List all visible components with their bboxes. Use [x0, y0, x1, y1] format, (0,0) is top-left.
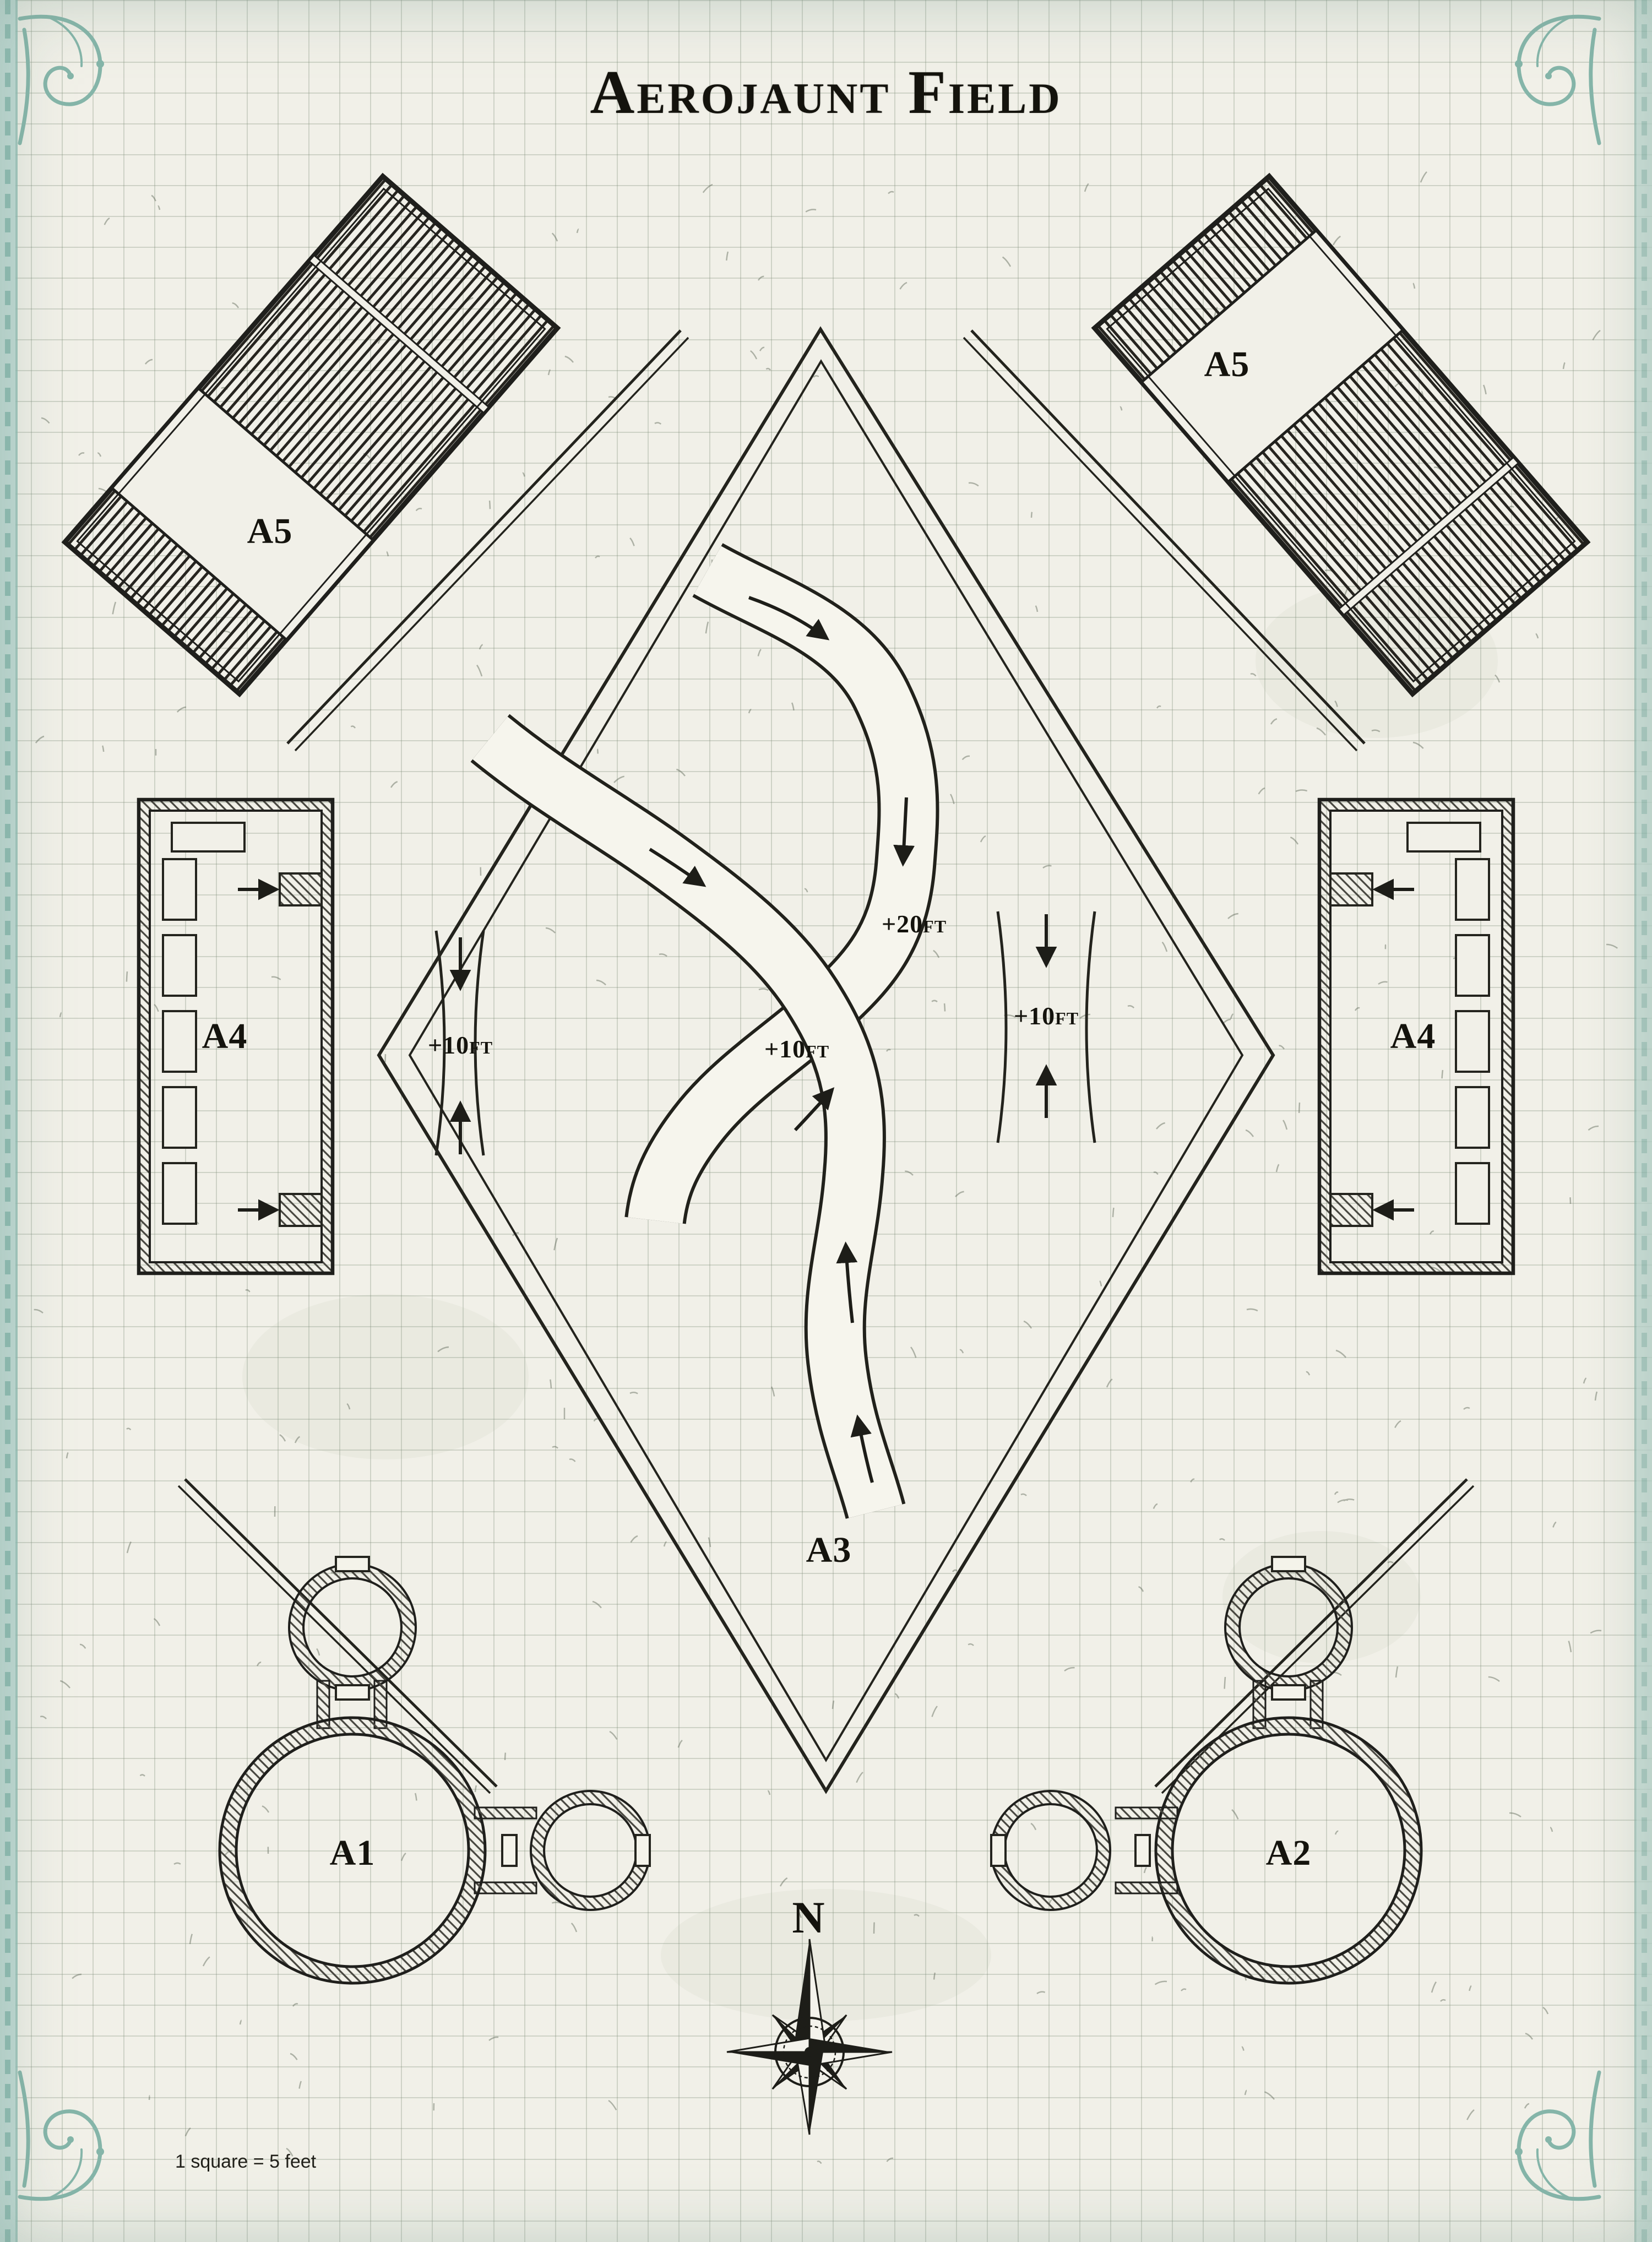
wind-ribbon-south	[470, 714, 906, 1519]
corner-flourish-icon	[20, 2072, 104, 2199]
doors	[990, 1556, 1306, 1867]
entry-arrows	[238, 878, 280, 1221]
doors	[335, 1556, 651, 1867]
compass-rose-icon	[726, 1939, 893, 2135]
tower-a2	[990, 1556, 1423, 1985]
grandstand-a5-northwest	[61, 172, 561, 698]
wind-ribbon-north	[624, 543, 939, 1225]
edge-band-left	[0, 0, 18, 2242]
stand-a4-east	[1317, 797, 1515, 1275]
compass-cardinals	[726, 1939, 893, 2135]
parchment-stains	[242, 584, 1498, 2021]
area-label-a5-northeast: A5	[1204, 344, 1250, 384]
benches	[1406, 822, 1490, 1225]
annotation-updraft-center-high: +20ft	[881, 910, 947, 938]
tower-a1	[218, 1556, 651, 1985]
stand-a4-west	[137, 797, 335, 1275]
corner-flourish-icon	[1515, 17, 1599, 143]
area-label-a4-east: A4	[1390, 1016, 1436, 1056]
corner-flourish-icon	[18, 14, 104, 145]
annotation-updraft-center-low: +10ft	[764, 1035, 830, 1063]
arena-boundary	[377, 326, 1275, 1794]
entry-chute	[279, 1193, 323, 1227]
entry-arrows	[1372, 878, 1414, 1221]
entry-chute	[1329, 1193, 1373, 1227]
annotation-updraft-east: +10ft	[1013, 1002, 1079, 1030]
corner-flourish-icon	[1515, 2072, 1599, 2199]
scale-note: 1 square = 5 feet	[175, 2151, 317, 2172]
area-label-a1: A1	[329, 1833, 376, 1873]
entry-chute	[1329, 872, 1373, 906]
edge-band-right	[1634, 0, 1652, 2242]
compass-north-label: N	[792, 1892, 825, 1942]
grandstand-a5-northeast	[1091, 172, 1591, 698]
area-label-a5-northwest: A5	[247, 511, 293, 551]
annotation-updraft-west: +10ft	[427, 1031, 493, 1059]
area-label-a4-west: A4	[202, 1016, 248, 1056]
entry-chute	[279, 872, 323, 906]
map-title: Aerojaunt Field	[590, 58, 1062, 127]
area-label-a2: A2	[1265, 1833, 1312, 1873]
boundary-wall-segments	[177, 329, 1475, 1794]
wind-flow-arrows	[449, 596, 1057, 1483]
updraft-bracket-west	[434, 930, 485, 1156]
benches	[162, 822, 246, 1225]
updraft-bracket-east	[996, 911, 1096, 1143]
area-label-a3: A3	[806, 1530, 852, 1570]
